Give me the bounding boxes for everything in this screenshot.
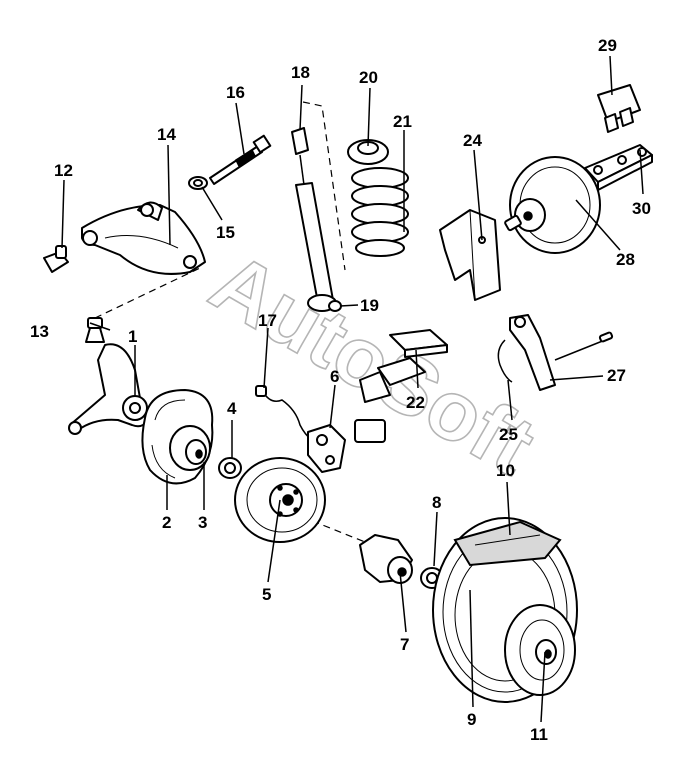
callout-16: 16 [226, 83, 245, 102]
callout-14: 14 [157, 125, 176, 144]
callout-30: 30 [632, 199, 651, 218]
bolt-part [43, 245, 69, 273]
callout-10: 10 [496, 461, 515, 480]
ball-joint-part [85, 317, 105, 343]
callout-12: 12 [54, 161, 73, 180]
steering-knuckle-part [68, 343, 151, 435]
upper-control-arm-part [81, 201, 206, 275]
callout-22: 22 [406, 393, 425, 412]
rear-hub-part [359, 534, 413, 584]
callout-28: 28 [616, 250, 635, 269]
hub-part [169, 425, 211, 471]
brake-caliper-part [307, 424, 346, 473]
callout-7: 7 [400, 635, 409, 654]
callout-13: 13 [30, 322, 49, 341]
callout-27: 27 [607, 366, 626, 385]
drum-brake-part [504, 156, 601, 254]
callout-18: 18 [291, 63, 310, 82]
callout-21: 21 [393, 112, 412, 131]
callout-3: 3 [198, 513, 207, 532]
callout-6: 6 [330, 367, 339, 386]
callout-11: 11 [530, 725, 548, 744]
callout-5: 5 [262, 585, 271, 604]
callout-19: 19 [360, 296, 379, 315]
callout-15: 15 [216, 223, 235, 242]
callout-labels: 1 2 3 4 5 6 7 8 9 10 11 12 13 14 15 16 1… [30, 36, 651, 744]
coil-spring-part [351, 167, 409, 257]
callout-25: 25 [499, 425, 518, 444]
callout-4: 4 [227, 399, 237, 418]
callout-2: 2 [162, 513, 171, 532]
wheel-bearing-part [218, 457, 242, 479]
rear-disc-assembly-part [432, 517, 578, 703]
brake-pad-part [354, 329, 448, 443]
pivot-bolt-part [209, 134, 272, 185]
pressure-valve-part [597, 84, 641, 133]
callout-20: 20 [359, 68, 378, 87]
bushing-part [188, 176, 208, 190]
callout-24: 24 [463, 131, 482, 150]
brake-regulator-part [584, 144, 653, 191]
callout-9: 9 [467, 710, 476, 729]
callout-17: 17 [258, 311, 277, 330]
parking-brake-part [497, 314, 614, 391]
callout-29: 29 [598, 36, 617, 55]
mounting-bracket-part [439, 209, 501, 301]
leader-lines [61, 55, 644, 723]
brake-hose-part [255, 385, 313, 441]
callout-1: 1 [128, 327, 137, 346]
callout-8: 8 [432, 493, 441, 512]
